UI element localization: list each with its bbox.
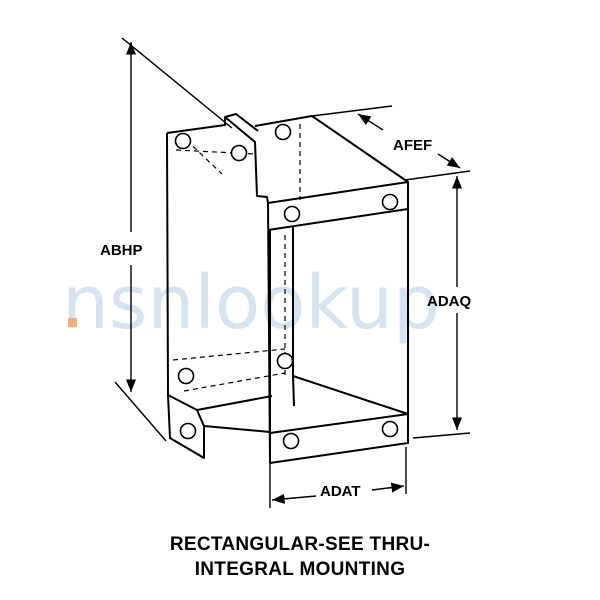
caption-line-2: INTEGRAL MOUNTING — [194, 559, 406, 580]
top-back-edge — [254, 115, 409, 183]
dimension-abhp: ABHP — [100, 37, 233, 442]
extension-line-afef-back — [311, 105, 393, 117]
label-afef: AFEF — [393, 137, 432, 154]
window-left-edge — [292, 226, 295, 407]
mounting-hole — [230, 144, 248, 162]
window-floor-edge — [292, 375, 409, 415]
label-adat: ADAT — [320, 483, 361, 500]
watermark: nsnlookup — [62, 260, 440, 346]
front-frame-top-bar — [267, 208, 409, 231]
hidden-line — [183, 372, 286, 392]
dimension-adaq: ADAQ — [412, 176, 471, 439]
dimension-line-afef-upper — [357, 113, 384, 131]
mounting-hole — [274, 123, 292, 141]
hidden-line — [172, 348, 286, 361]
frame-drawing — [166, 113, 409, 464]
mounting-hole — [276, 352, 294, 370]
mounting-hole — [177, 367, 195, 385]
extension-line-adaq-bottom — [412, 432, 471, 439]
front-frame-bottom-bar — [269, 413, 409, 434]
caption-line-1: RECTANGULAR-SEE THRU- — [169, 534, 431, 555]
extension-line-top — [121, 37, 233, 129]
back-flange-top — [166, 116, 269, 204]
watermark-text: nsnlookup — [62, 260, 440, 346]
mounting-hole — [179, 422, 197, 440]
label-abhp: ABHP — [100, 242, 143, 259]
bottom-back-edge — [196, 395, 273, 411]
dimension-afef: AFEF — [311, 105, 471, 181]
label-adaq: ADAQ — [427, 293, 471, 310]
tab-top — [224, 113, 259, 132]
mounting-hole — [381, 193, 399, 211]
watermark-dot — [68, 318, 77, 327]
mounting-hole — [283, 205, 301, 223]
dimension-line-adat-left — [271, 493, 317, 504]
extension-line-afef-front — [404, 170, 471, 181]
bottom-side-edge — [203, 425, 271, 433]
mounting-hole — [282, 432, 300, 450]
dimension-adat: ADAT — [269, 447, 407, 508]
dimension-line-adat-right — [371, 482, 405, 493]
mounting-hole — [381, 420, 399, 438]
mounting-hole — [174, 132, 192, 150]
dimension-line-afef-lower — [437, 153, 461, 169]
extension-line-bottom — [114, 381, 167, 442]
